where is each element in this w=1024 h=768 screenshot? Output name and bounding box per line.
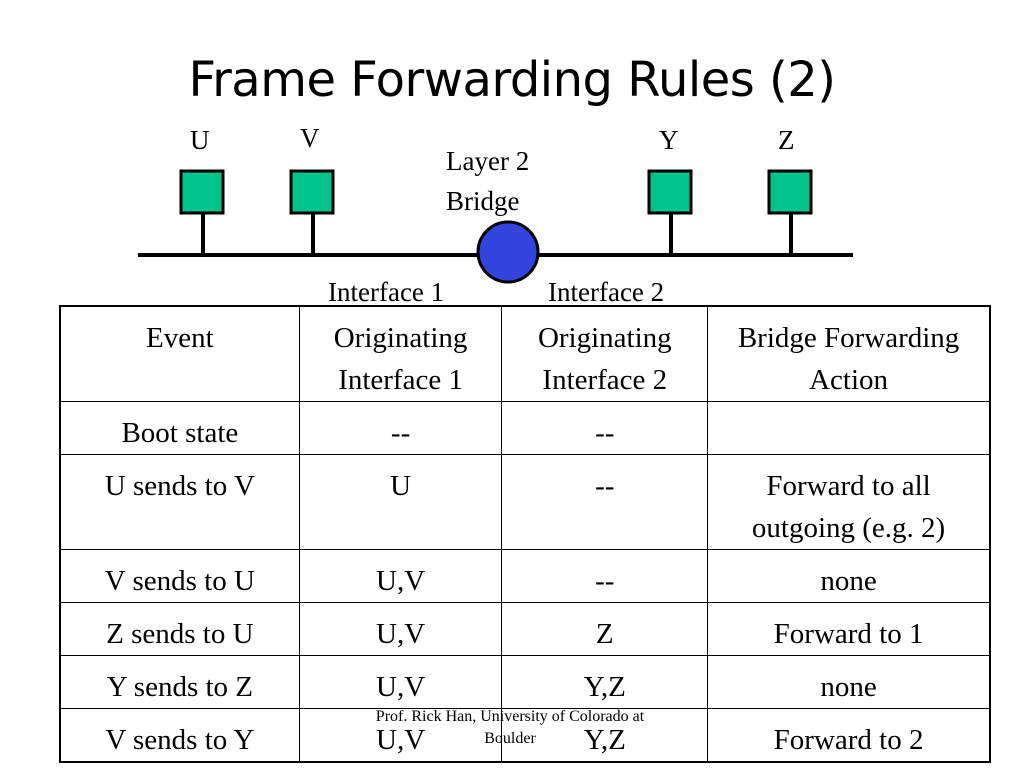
cell-event: Z sends to U	[59, 602, 300, 656]
cell-action	[707, 401, 991, 455]
cell-action: none	[707, 655, 991, 709]
cell-interface-2: Y,Z	[501, 708, 709, 763]
table-row: U sends to V U -- Forward to all outgoin…	[59, 454, 991, 550]
bridge-label-line2: Bridge	[446, 186, 520, 216]
cell-interface-2: --	[501, 454, 709, 550]
header-action-line1: Bridge Forwarding	[737, 322, 960, 354]
cell-interface-1: U,V	[298, 655, 503, 709]
cell-action: Forward to all outgoing (e.g. 2)	[707, 454, 991, 550]
table-row: V sends to Y U,V Y,Z Forward to 2	[59, 708, 991, 763]
host-v-label: V	[300, 123, 320, 153]
forwarding-table: Event Originating Interface 1 Originatin…	[59, 305, 991, 763]
bridge-label: Layer 2 Bridge	[446, 141, 529, 221]
table-row: Z sends to U U,V Z Forward to 1	[59, 602, 991, 656]
cell-event: Y sends to Z	[59, 655, 300, 709]
table-header-row: Event Originating Interface 1 Originatin…	[59, 305, 991, 402]
network-diagram	[138, 169, 853, 284]
cell-interface-1: U	[298, 454, 503, 550]
cell-interface-2: --	[501, 549, 709, 603]
header-interface-2-line2: Interface 2	[542, 364, 668, 396]
cell-event: V sends to U	[59, 549, 300, 603]
bridge-node	[476, 220, 540, 284]
header-event-text: Event	[146, 322, 214, 354]
header-interface-2-line1: Originating	[537, 322, 672, 354]
cell-interface-1: U,V	[298, 549, 503, 603]
header-interface-1-line1: Originating	[333, 322, 468, 354]
cell-action: Forward to 1	[707, 602, 991, 656]
table-row: V sends to U U,V -- none	[59, 549, 991, 603]
cell-interface-2: --	[501, 401, 709, 455]
host-z-label: Z	[778, 125, 795, 155]
host-z-node	[767, 169, 813, 215]
cell-action: none	[707, 549, 991, 603]
header-interface-1: Originating Interface 1	[298, 305, 503, 402]
host-y-label: Y	[659, 125, 679, 155]
cell-interface-2: Z	[501, 602, 709, 656]
bridge-label-line1: Layer 2	[446, 146, 530, 176]
cell-event: V sends to Y	[59, 708, 300, 763]
cell-interface-2: Y,Z	[501, 655, 709, 709]
cell-interface-1: U,V	[298, 708, 503, 763]
cell-event: U sends to V	[59, 454, 300, 550]
slide-title: Frame Forwarding Rules (2)	[188, 52, 836, 108]
interface-1-label: Interface 1	[328, 277, 445, 307]
table-row: Boot state -- --	[59, 401, 991, 455]
slide-footer: Prof. Rick Han, University of Colorado a…	[375, 708, 645, 747]
host-y-node	[647, 169, 693, 215]
cell-action: Forward to 2	[707, 708, 991, 763]
header-interface-2: Originating Interface 2	[501, 305, 709, 402]
cell-event: Boot state	[59, 401, 300, 455]
header-action: Bridge Forwarding Action	[707, 305, 991, 402]
header-interface-1-line2: Interface 1	[338, 364, 463, 396]
cell-interface-1: --	[298, 401, 503, 455]
host-v-node	[289, 169, 335, 215]
host-u-label: U	[190, 125, 210, 155]
header-action-line2: Action	[809, 364, 889, 396]
header-event: Event	[59, 305, 300, 402]
host-u-node	[179, 169, 225, 215]
cell-interface-1: U,V	[298, 602, 503, 656]
table-row: Y sends to Z U,V Y,Z none	[59, 655, 991, 709]
interface-2-label: Interface 2	[548, 277, 665, 307]
